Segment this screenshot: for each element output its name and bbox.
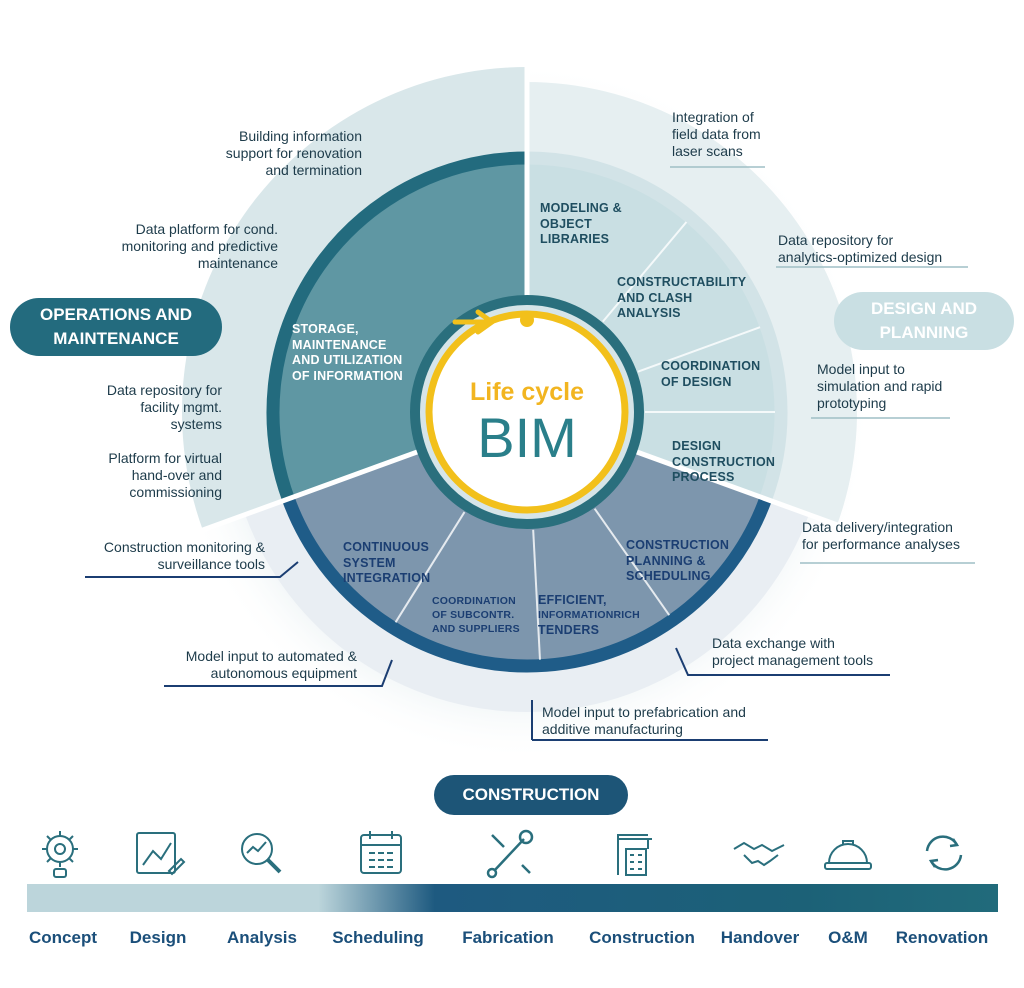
segment-divider	[602, 221, 688, 323]
stage-scheduling: Scheduling	[332, 928, 424, 947]
stage-om: O&M	[828, 928, 868, 947]
inner-ring	[410, 295, 644, 529]
sector-construction	[293, 450, 761, 660]
blueprint-pencil-icon	[129, 825, 187, 881]
sector-operations	[279, 164, 527, 497]
stage-handover: Handover	[720, 928, 800, 947]
segment-coordination-subcontr: COORDINATION OF SUBCONTR. AND SUPPLIERS	[432, 595, 520, 635]
label-laser-scans: Integration of field data from laser sca…	[672, 109, 761, 159]
stage-fabrication: Fabrication	[462, 928, 554, 947]
ring-design	[526, 151, 788, 502]
outer-band-construction	[245, 496, 809, 713]
segment-modeling: MODELING & OBJECT LIBRARIES	[540, 201, 622, 246]
sector-divider	[631, 447, 857, 535]
center-title: Life cycle	[470, 378, 584, 406]
phase-operations-pill: OPERATIONS AND MAINTENANCE	[10, 298, 222, 356]
sector-design	[527, 164, 775, 497]
leader-lines-light	[670, 166, 975, 564]
segment-divider	[637, 326, 761, 373]
ring-operations	[266, 151, 528, 502]
segment-storage: STORAGE, MAINTENANCE AND UTILIZATION OF …	[292, 322, 403, 383]
label-prefabrication: Model input to prefabrication and additi…	[542, 704, 746, 737]
stage-concept: Concept	[29, 928, 97, 947]
outer-band-design	[527, 82, 857, 525]
label-data-exchange: Data exchange with project management to…	[712, 635, 874, 668]
center-subtitle: BIM	[477, 406, 577, 469]
sector-dividers	[197, 62, 857, 535]
segment-coordination-design: COORDINATION OF DESIGN	[661, 359, 761, 389]
segment-divider	[532, 529, 541, 660]
lifecycle-dot	[520, 313, 534, 327]
calendar-icon	[352, 825, 410, 881]
segment-divider	[394, 511, 466, 623]
segment-efficient-tenders-c: TENDERS	[538, 623, 600, 637]
cycle-arrows-icon	[915, 825, 973, 881]
gear-bulb-icon	[31, 825, 89, 881]
stage-renovation: Renovation	[895, 928, 989, 947]
label-construction-monitoring: Construction monitoring & surveillance t…	[103, 539, 265, 572]
label-building-info: Building information support for renovat…	[225, 128, 362, 178]
segment-dividers	[394, 221, 775, 660]
wrench-screwdriver-icon	[482, 825, 540, 881]
segment-divider	[593, 508, 671, 616]
handshake-icon	[730, 825, 788, 881]
leader-lines	[85, 561, 890, 741]
label-performance: Data delivery/integration for performanc…	[802, 519, 960, 552]
phase-construction-pill: CONSTRUCTION	[434, 775, 628, 815]
segment-efficient-tenders-a: EFFICIENT,	[538, 593, 607, 607]
timeline-stages: Concept Design Analysis Scheduling Fabri…	[0, 928, 1024, 954]
label-data-repo-fm: Data repository for facility mgmt. syste…	[106, 382, 222, 432]
label-data-platform: Data platform for cond. monitoring and p…	[121, 221, 278, 271]
stage-construction: Construction	[589, 928, 695, 947]
stage-analysis: Analysis	[227, 928, 297, 947]
magnifier-chart-icon	[233, 825, 291, 881]
segment-design-construction: DESIGN CONSTRUCTION PROCESS	[672, 439, 776, 484]
lifecycle-arrowhead	[475, 309, 495, 335]
crane-building-icon	[608, 825, 666, 881]
timeline-bar	[27, 884, 998, 912]
segment-efficient-tenders-b: INFORMATIONRICH	[538, 609, 640, 621]
label-virtual-handover: Platform for virtual hand-over and commi…	[108, 450, 222, 500]
ring-construction	[282, 496, 772, 673]
phase-design-pill: DESIGN AND PLANNING	[834, 292, 1014, 350]
label-analytics-repo: Data repository for analytics-optimized …	[778, 232, 943, 265]
segment-construction-planning: CONSTRUCTION PLANNING & SCHEDULING	[626, 538, 730, 583]
segment-constructability: CONSTRUCTABILITY AND CLASH ANALYSIS	[617, 275, 747, 320]
stage-design: Design	[129, 928, 187, 947]
hard-hat-icon	[819, 825, 877, 881]
segment-continuous-integration: CONTINUOUS SYSTEM INTEGRATION	[343, 540, 431, 585]
label-automated-equipment: Model input to automated & autonomous eq…	[185, 648, 357, 681]
sector-divider	[197, 447, 423, 535]
label-simulation: Model input to simulation and rapid prot…	[817, 361, 943, 411]
